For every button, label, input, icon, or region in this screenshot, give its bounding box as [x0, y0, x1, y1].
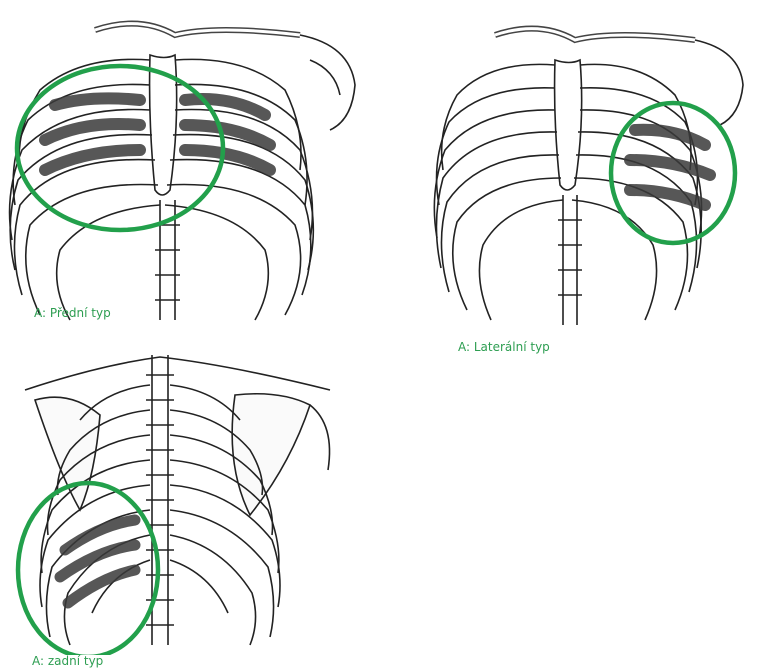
ribcage-outline	[10, 24, 355, 320]
ribcage-outline	[434, 29, 743, 325]
posterior-ribcage-illustration	[10, 345, 350, 655]
caption-back-type: A: zadní typ	[32, 654, 103, 668]
posterior-ribcage-drawing	[10, 345, 350, 655]
lateral-ribcage-illustration	[425, 10, 765, 335]
caption-lateral-type: A: Laterální typ	[458, 340, 550, 354]
caption-front-type: A: Přední typ	[34, 306, 111, 320]
injury-region-ring	[611, 103, 735, 243]
highlighted-ribs	[60, 520, 135, 603]
lateral-ribcage-drawing	[425, 10, 765, 335]
anterior-ribcage-illustration	[0, 0, 370, 330]
anterior-ribcage-drawing	[0, 0, 370, 330]
